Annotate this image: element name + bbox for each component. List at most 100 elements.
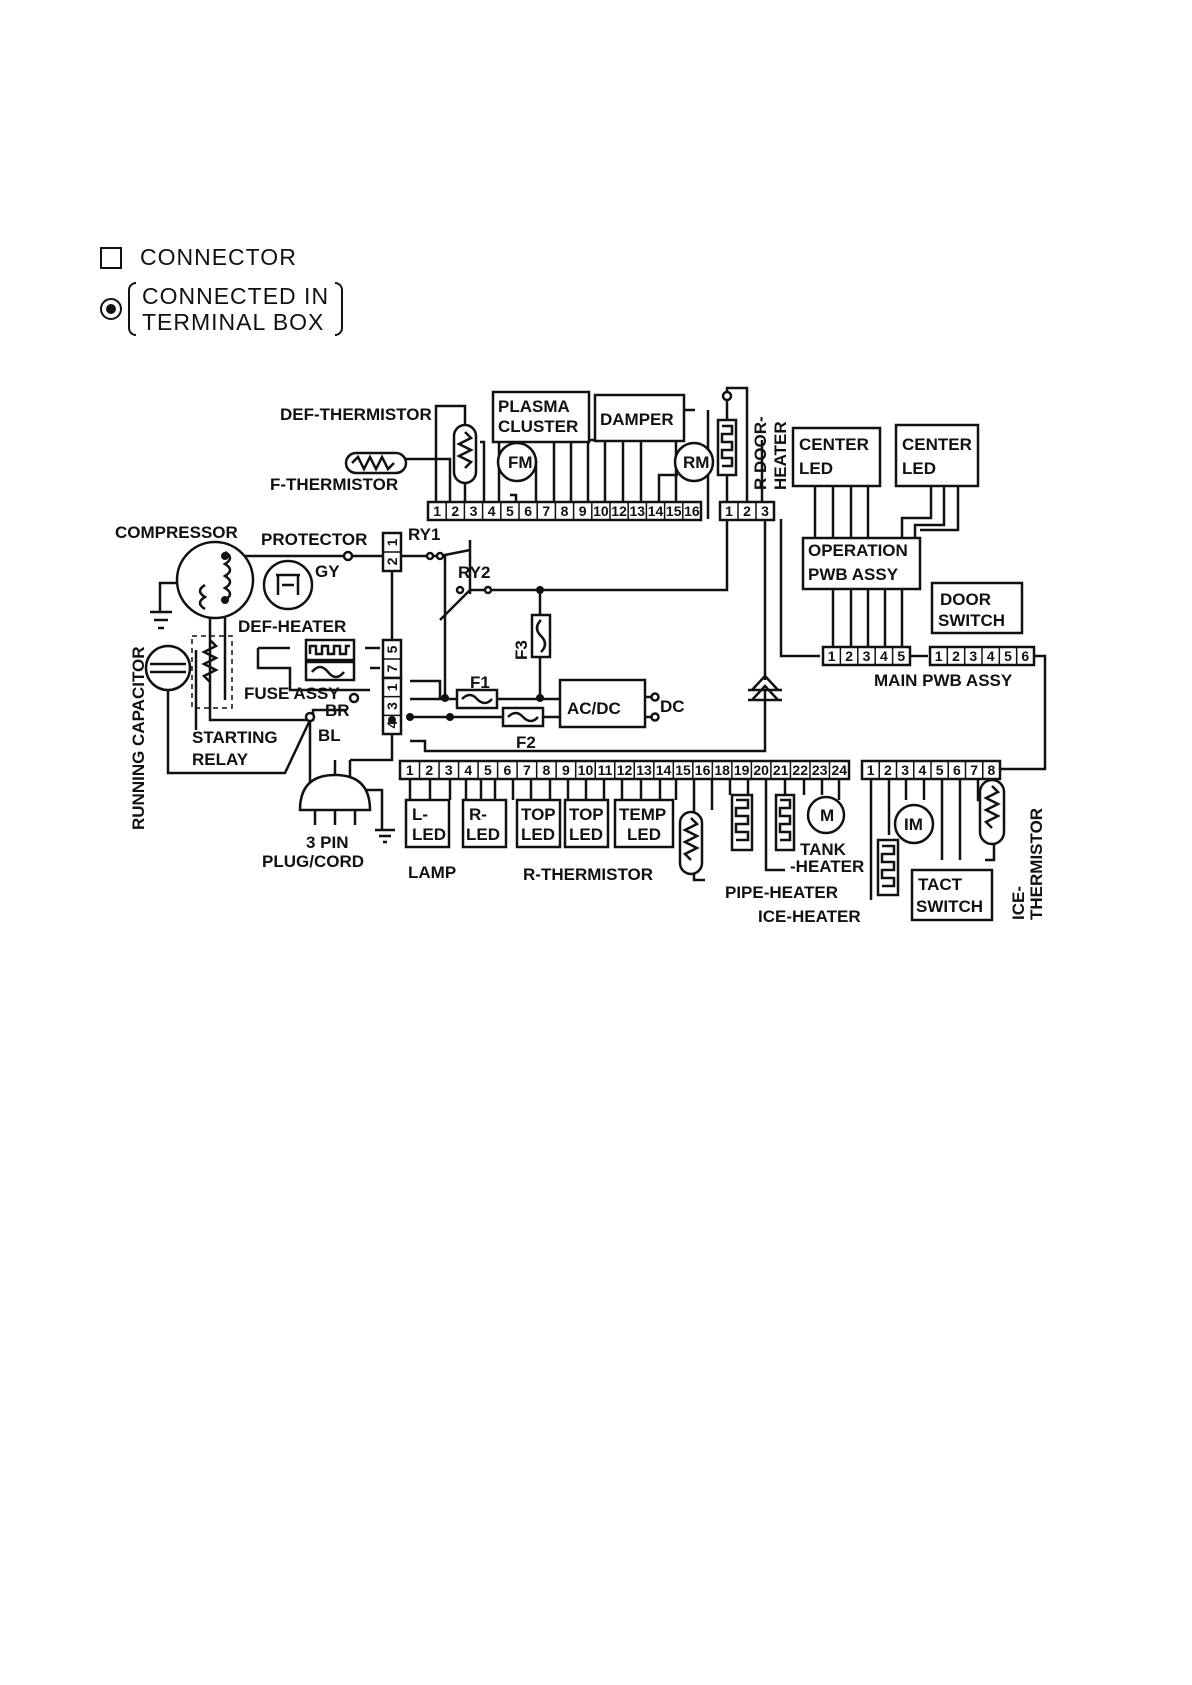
terminal-pin-label: 7 — [384, 664, 400, 672]
f2-fuse-icon — [501, 706, 545, 728]
plasma-cluster-box — [491, 390, 591, 444]
compressor-label: COMPRESSOR — [115, 523, 238, 542]
connector-top3-frame — [718, 500, 776, 522]
br-label: BR — [325, 701, 350, 720]
ice-thermistor-icon — [978, 778, 1006, 846]
terminal-pin-label: 5 — [897, 648, 905, 664]
rm-label: RM — [683, 453, 709, 472]
terminal-pin-label: 2 — [884, 762, 892, 778]
dc-label: DC — [660, 697, 685, 716]
terminal-pin-label: 18 — [714, 762, 730, 778]
terminal-pin-label: 2 — [743, 503, 751, 519]
tact-switch-label-1: TACT — [918, 875, 963, 894]
terminal-pin-label: 4 — [880, 648, 888, 664]
starting-relay-dashed-box — [191, 635, 233, 709]
ice-motor-icon — [893, 803, 935, 845]
terminal-pin-label: 4 — [384, 721, 400, 729]
terminal-pin-label: 15 — [666, 503, 682, 519]
ry1-contact-icon — [425, 551, 445, 561]
terminal-pin-label: 15 — [675, 762, 691, 778]
pipe-heater-label: PIPE-HEATER — [725, 883, 838, 902]
temp-led-label-2: LED — [627, 825, 661, 844]
ry1-label: RY1 — [408, 525, 440, 544]
terminal-pin-label: 2 — [952, 648, 960, 664]
terminal-pin-label: 1 — [828, 648, 836, 664]
plasma-label-2: CLUSTER — [498, 417, 578, 436]
bl-label: BL — [318, 726, 341, 745]
r-door-heater-icon — [716, 390, 738, 477]
top-led-a-label-2: LED — [521, 825, 555, 844]
def-heater-icon — [304, 638, 356, 662]
top-led-a-label-1: TOP — [521, 805, 556, 824]
tank-motor-icon — [806, 795, 846, 835]
terminal-pin-label: 4 — [987, 648, 995, 664]
operation-label-1: OPERATION — [808, 541, 908, 560]
terminal-pin-label: 9 — [562, 762, 570, 778]
terminal-pin-label: 6 — [1021, 648, 1029, 664]
terminal-pin-label: 12 — [617, 762, 633, 778]
r-thermistor-label: R-THERMISTOR — [523, 865, 653, 884]
connector-top16-frame — [426, 500, 703, 522]
top-led-b-label-2: LED — [569, 825, 603, 844]
plug-label-1: 3 PIN — [306, 833, 349, 852]
terminal-pin-label: 3 — [863, 648, 871, 664]
terminal-pin-label: 5 — [484, 762, 492, 778]
legend-connector-label: CONNECTOR — [140, 244, 297, 270]
terminal-pin-label: 16 — [684, 503, 700, 519]
tank-heater-icon — [774, 793, 796, 852]
temp-led-box — [613, 798, 675, 849]
terminal-pin-label: 6 — [503, 762, 511, 778]
terminal-pin-label: 2 — [425, 762, 433, 778]
lamp-label: LAMP — [408, 863, 456, 882]
tact-switch-label-2: SWITCH — [916, 897, 983, 916]
r-led-label-1: R- — [469, 805, 487, 824]
terminal-pin-label: 6 — [524, 503, 532, 519]
r-led-box — [461, 798, 508, 849]
legend: CONNECTOR CONNECTED IN TERMINAL BOX — [100, 244, 380, 344]
terminal-pin-label: 1 — [384, 683, 400, 691]
triac-icon — [748, 674, 782, 702]
terminal-pin-label: 5 — [384, 645, 400, 653]
ice-motor-label: IM — [904, 815, 923, 834]
terminal-pin-label: 1 — [384, 538, 400, 546]
r-led-label-2: LED — [466, 825, 500, 844]
acdc-box — [558, 678, 647, 729]
plug-icon — [298, 773, 372, 825]
starting-relay-coil-icon — [201, 639, 219, 683]
terminal-pin-label: 2 — [451, 503, 459, 519]
terminal-pin-label: 1 — [433, 503, 441, 519]
terminal-pin-label: 23 — [812, 762, 828, 778]
ice-heater-label: ICE-HEATER — [758, 907, 861, 926]
damper-label: DAMPER — [600, 410, 674, 429]
acdc-label: AC/DC — [567, 699, 621, 718]
terminal-pin-label: 1 — [935, 648, 943, 664]
def-thermistor-icon — [452, 423, 478, 485]
terminal-pin-label: 3 — [901, 762, 909, 778]
connector-v134: 134 — [381, 676, 403, 736]
terminal-pin-label: 3 — [470, 503, 478, 519]
terminal-pin-label: 5 — [936, 762, 944, 778]
terminal-pin-label: 8 — [561, 503, 569, 519]
plug-label-2: PLUG/CORD — [262, 852, 364, 871]
r-door-heater-label-2: HEATER — [771, 421, 790, 490]
junction-dots — [304, 550, 660, 724]
terminal-pin-label: 3 — [445, 762, 453, 778]
fuse-assy-icon — [304, 660, 356, 682]
protector-icon — [262, 559, 314, 611]
legend-terminal-text: CONNECTED IN TERMINAL BOX — [136, 283, 335, 335]
f1-label: F1 — [470, 673, 490, 692]
tank-heater-label-2: -HEATER — [790, 857, 864, 876]
damper-box — [593, 393, 686, 443]
terminal-pin-label: 16 — [695, 762, 711, 778]
top-led-b-label-1: TOP — [569, 805, 604, 824]
terminal-pin-label: 20 — [753, 762, 769, 778]
terminal-pin-label: 13 — [630, 503, 646, 519]
l-led-label-2: LED — [412, 825, 446, 844]
tank-heater-label-1: TANK — [800, 840, 847, 859]
terminal-pin-label: 14 — [656, 762, 672, 778]
terminal-dot-icon — [100, 298, 122, 320]
terminal-pin-label: 21 — [773, 762, 789, 778]
